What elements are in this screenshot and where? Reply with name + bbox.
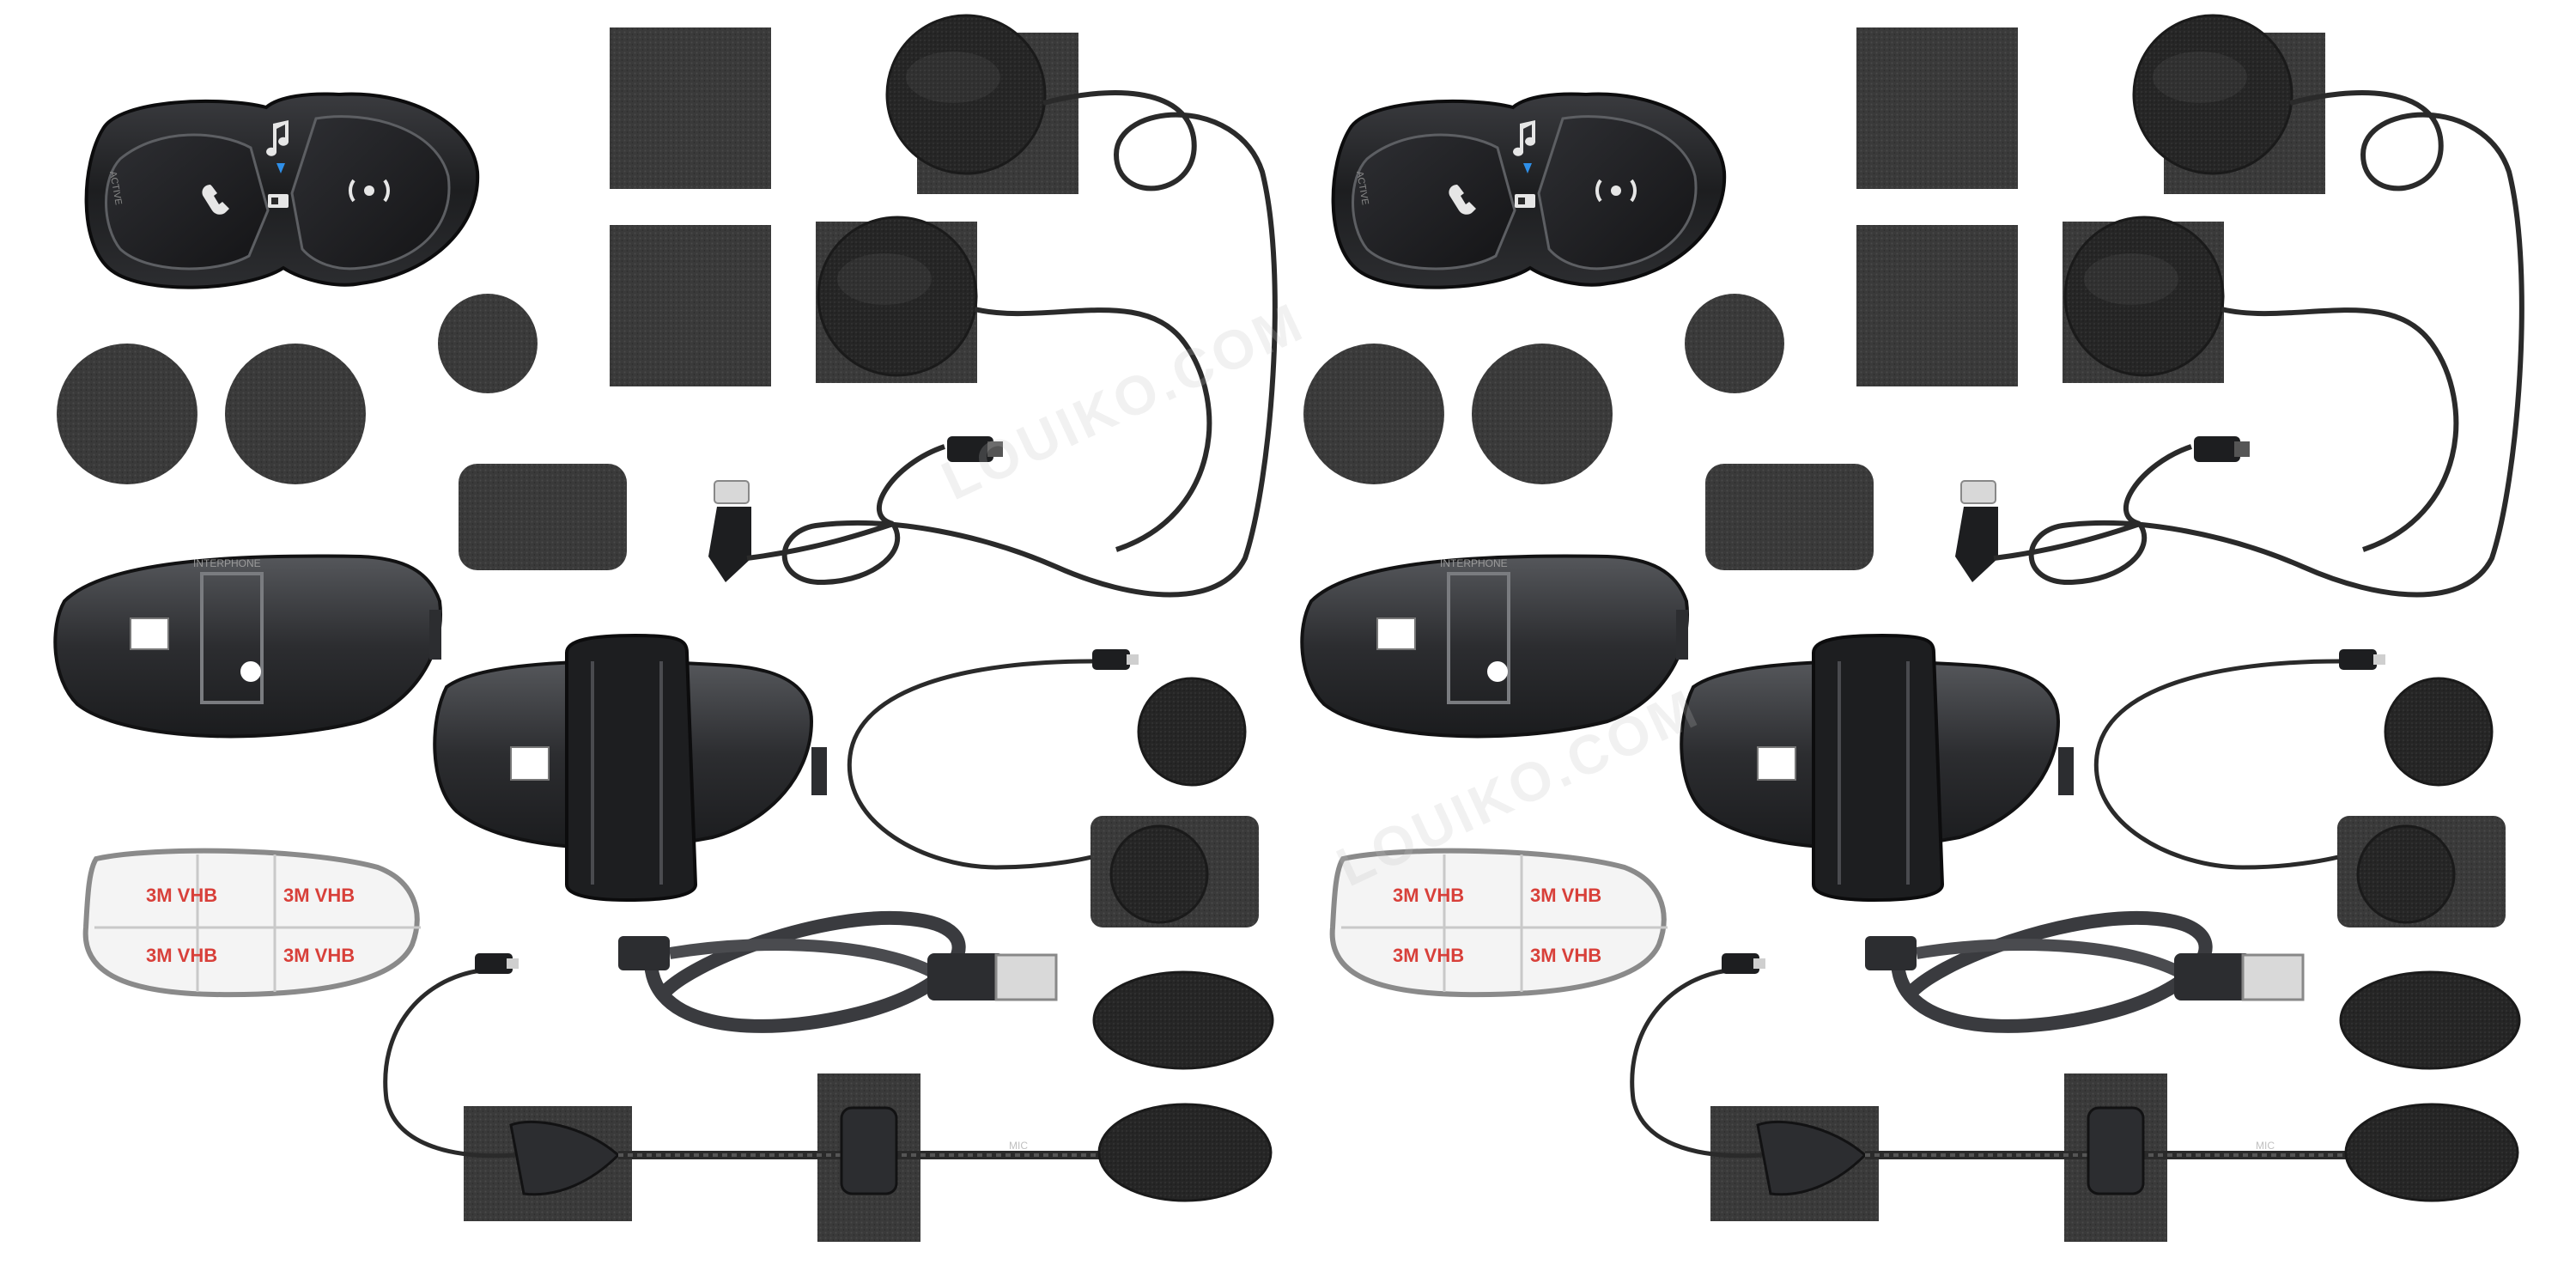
music-note-icon [1513, 120, 1536, 156]
speaker-right [817, 216, 978, 377]
connector-cable [1993, 444, 2192, 561]
mic-cable-label: MIC [1009, 1140, 1028, 1152]
speaker-left [885, 14, 1047, 175]
velcro-pad-rounded [459, 464, 627, 570]
indicator-led-icon [276, 163, 285, 173]
velcro-pad-square [1856, 27, 2018, 189]
velcro-disc-small [1685, 294, 1784, 393]
velcro-pad-square [1856, 225, 2018, 386]
usb-charging-cable [1865, 910, 2305, 1033]
mic-cable-label: MIC [2256, 1140, 2275, 1152]
intercom-control-unit: ACTIVE [84, 92, 480, 289]
wired-microphone [847, 649, 1259, 927]
wired-microphone [2093, 649, 2506, 927]
intercom-button-icon [1595, 179, 1637, 203]
connector-cable [746, 444, 945, 561]
intercom-button-icon [349, 179, 390, 203]
helmet-mount-plate: INTERPHONE [53, 554, 442, 739]
adhesive-brand-print: 3M VHB [1393, 945, 1464, 966]
helmet-mount-plate: INTERPHONE [1300, 554, 1689, 739]
boom-microphone: MIC [383, 953, 1273, 1242]
adhesive-brand-print: 3M VHB [146, 945, 217, 966]
intercom-control-unit: ACTIVE [1331, 92, 1727, 289]
speaker-cable [781, 90, 1278, 598]
angled-plug-connector [708, 480, 751, 582]
usb-charging-cable [618, 910, 1058, 1033]
phone-icon [1449, 185, 1476, 215]
velcro-disc [1472, 344, 1613, 484]
speaker-cable [2028, 90, 2524, 598]
kit-illustration: ACTIVE [1300, 14, 2524, 1242]
speaker-cable-2 [974, 307, 1212, 552]
kit-illustration: ACTIVE [53, 14, 1278, 1242]
velcro-disc [57, 344, 197, 484]
adhesive-brand-print: 3M VHB [283, 885, 355, 906]
phone-icon [202, 185, 229, 215]
music-note-icon [266, 120, 289, 156]
adhesive-brand-print: 3M VHB [1393, 885, 1464, 906]
velcro-pad-rounded [1705, 464, 1874, 570]
adhesive-brand-print: 3M VHB [1530, 885, 1601, 906]
accessory-kit-left: ACTIVE [53, 14, 1278, 1242]
adhesive-brand-print: 3M VHB [1530, 945, 1601, 966]
adhesive-brand-print: 3M VHB [146, 885, 217, 906]
velcro-disc [225, 344, 366, 484]
radio-icon [268, 194, 289, 208]
speaker-right [2063, 216, 2225, 377]
radio-icon [1515, 194, 1535, 208]
indicator-led-icon [1523, 163, 1532, 173]
speaker-left [2132, 14, 2293, 175]
clip-mount-plate [433, 633, 827, 903]
boom-microphone: MIC [1630, 953, 2519, 1242]
velcro-pad-square [610, 27, 771, 189]
mic-windscreen [1092, 970, 1274, 1070]
adhesive-mounting-pad: 3M VHB 3M VHB 3M VHB 3M VHB [82, 848, 421, 998]
mount-brand-label: INTERPHONE [193, 557, 261, 569]
velcro-pad-square [610, 225, 771, 386]
mount-brand-label: INTERPHONE [1440, 557, 1508, 569]
mic-foam-ball [1137, 677, 1247, 787]
adhesive-brand-print: 3M VHB [283, 945, 355, 966]
micro-usb-connector [947, 436, 1003, 462]
mic-foam-ball [2384, 677, 2494, 787]
micro-usb-connector [2194, 436, 2250, 462]
angled-plug-connector [1955, 480, 1998, 582]
mic-windscreen [2339, 970, 2521, 1070]
accessory-kit-right: ACTIVE [1247, 0, 2535, 1265]
speaker-cable-2 [2221, 307, 2459, 552]
velcro-disc [1303, 344, 1444, 484]
adhesive-mounting-pad: 3M VHB 3M VHB 3M VHB 3M VHB [1329, 848, 1668, 998]
clip-mount-plate [1680, 633, 2074, 903]
velcro-disc-small [438, 294, 538, 393]
